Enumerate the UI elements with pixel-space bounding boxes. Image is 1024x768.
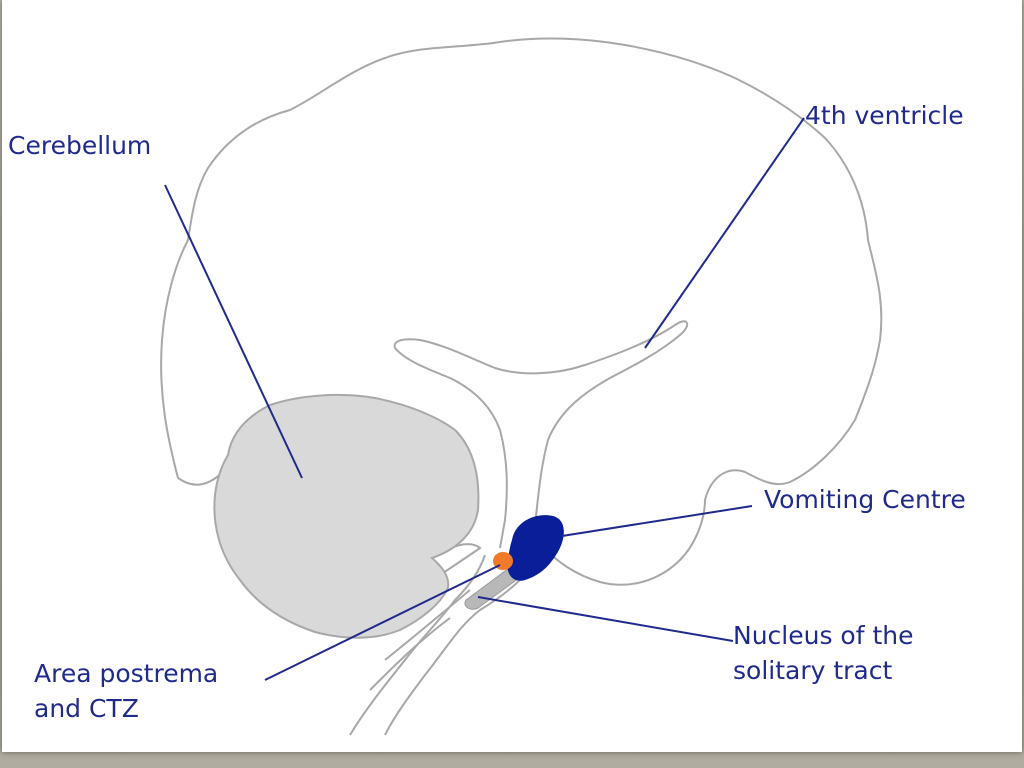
brainstem-channel	[369, 589, 471, 691]
nts-leader-line	[477, 596, 734, 642]
nts-label: Nucleus of the solitary tract	[733, 618, 914, 688]
vomiting-centre-leader-line	[561, 505, 753, 537]
ventricle-leader-line	[644, 117, 805, 349]
vomiting-centre-label-text: Vomiting Centre	[764, 485, 966, 514]
area-postrema-leader-line	[264, 564, 501, 681]
cerebellum-shape	[213, 393, 480, 639]
brain-outline	[160, 37, 883, 586]
area-postrema-label: Area postrema and CTZ	[34, 656, 218, 726]
area-postrema-label-line2: and CTZ	[34, 694, 139, 723]
cerebellum-label-text: Cerebellum	[8, 131, 152, 160]
nts-label-line1: Nucleus of the	[733, 621, 914, 650]
slide-canvas	[2, 0, 1022, 752]
ventricle-outline	[393, 320, 689, 549]
vomiting-centre-shape	[507, 515, 564, 581]
nts-label-line2: solitary tract	[733, 656, 893, 685]
vomiting-centre-label: Vomiting Centre	[764, 482, 966, 517]
brainstem-outline	[384, 547, 546, 736]
area-postrema-label-line1: Area postrema	[34, 659, 219, 688]
cerebellum-label: Cerebellum	[8, 128, 151, 163]
fourth-ventricle-label-text: 4th ventricle	[805, 101, 964, 130]
fourth-ventricle-label: 4th ventricle	[805, 98, 964, 133]
cerebellum-leader-line	[164, 184, 303, 479]
brainstem-inner	[349, 554, 486, 736]
